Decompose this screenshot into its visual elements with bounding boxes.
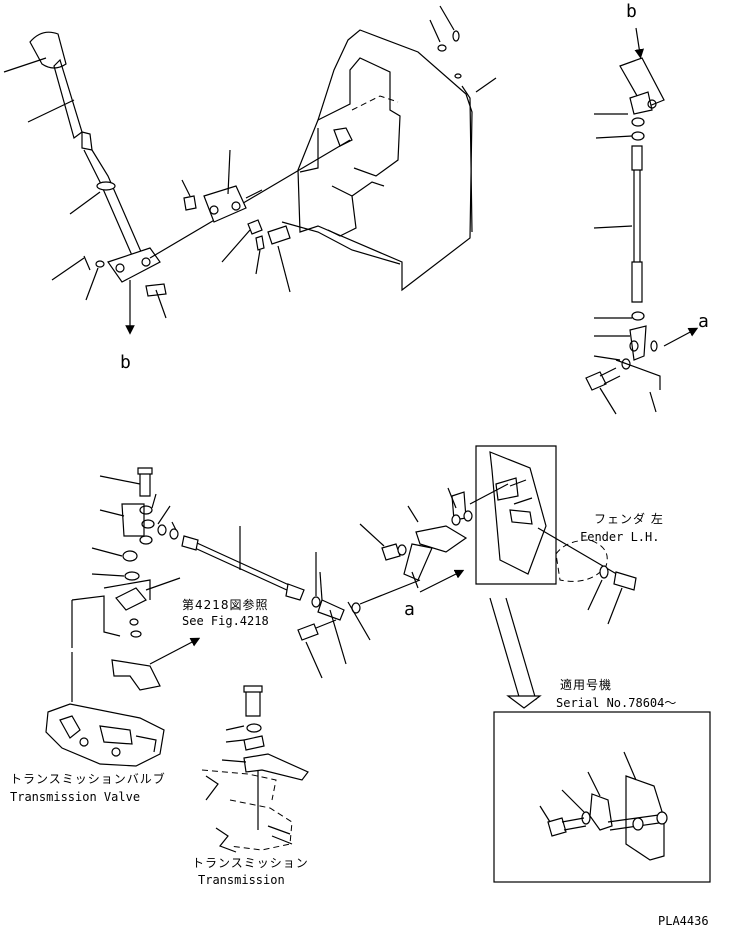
shift-lever-group — [29, 31, 167, 335]
serial-inset — [493, 711, 711, 883]
lever-rod — [83, 149, 143, 261]
leader-lines-middle — [71, 475, 371, 679]
see-fig-en-label: See Fig.4218 — [182, 614, 269, 628]
fender-jp-label: フェンダ 左 — [594, 512, 664, 526]
leader-lines-top-left — [3, 57, 291, 319]
drawing-code: PLA4436 — [658, 914, 709, 928]
bellcrank-group — [359, 487, 473, 593]
transmission-valve-en-label: Transmission Valve — [10, 790, 141, 804]
fender-en-label: Fender L.H. — [580, 530, 660, 544]
transmission-valve — [45, 652, 165, 767]
serial-en-label: Serial No.78604～ — [556, 696, 677, 710]
bracket-see-fig — [111, 659, 161, 691]
control-box — [281, 5, 497, 292]
see-fig-jp-label: 第4218図参照 — [182, 598, 269, 612]
transmission-en-label: Transmission — [198, 873, 285, 887]
transmission-valve-jp-label: トランスミッションバルブ — [10, 772, 166, 786]
transmission-jp-label: トランスミッション — [192, 856, 309, 870]
serial-jp-label: 適用号機 — [560, 678, 613, 692]
callout-a-middle: a — [404, 599, 415, 620]
callout-a-right: a — [698, 311, 709, 332]
lever-base — [107, 247, 161, 283]
fender-bracket — [469, 445, 637, 709]
callout-b-right: b — [626, 1, 637, 22]
transmission-group — [201, 685, 309, 853]
clevis — [203, 185, 247, 223]
rod-assembly-top-right — [585, 27, 699, 415]
linkage-middle — [71, 467, 421, 691]
linkage-upper — [149, 139, 351, 259]
lever-knob — [29, 31, 67, 69]
callout-b-left: b — [120, 352, 131, 373]
